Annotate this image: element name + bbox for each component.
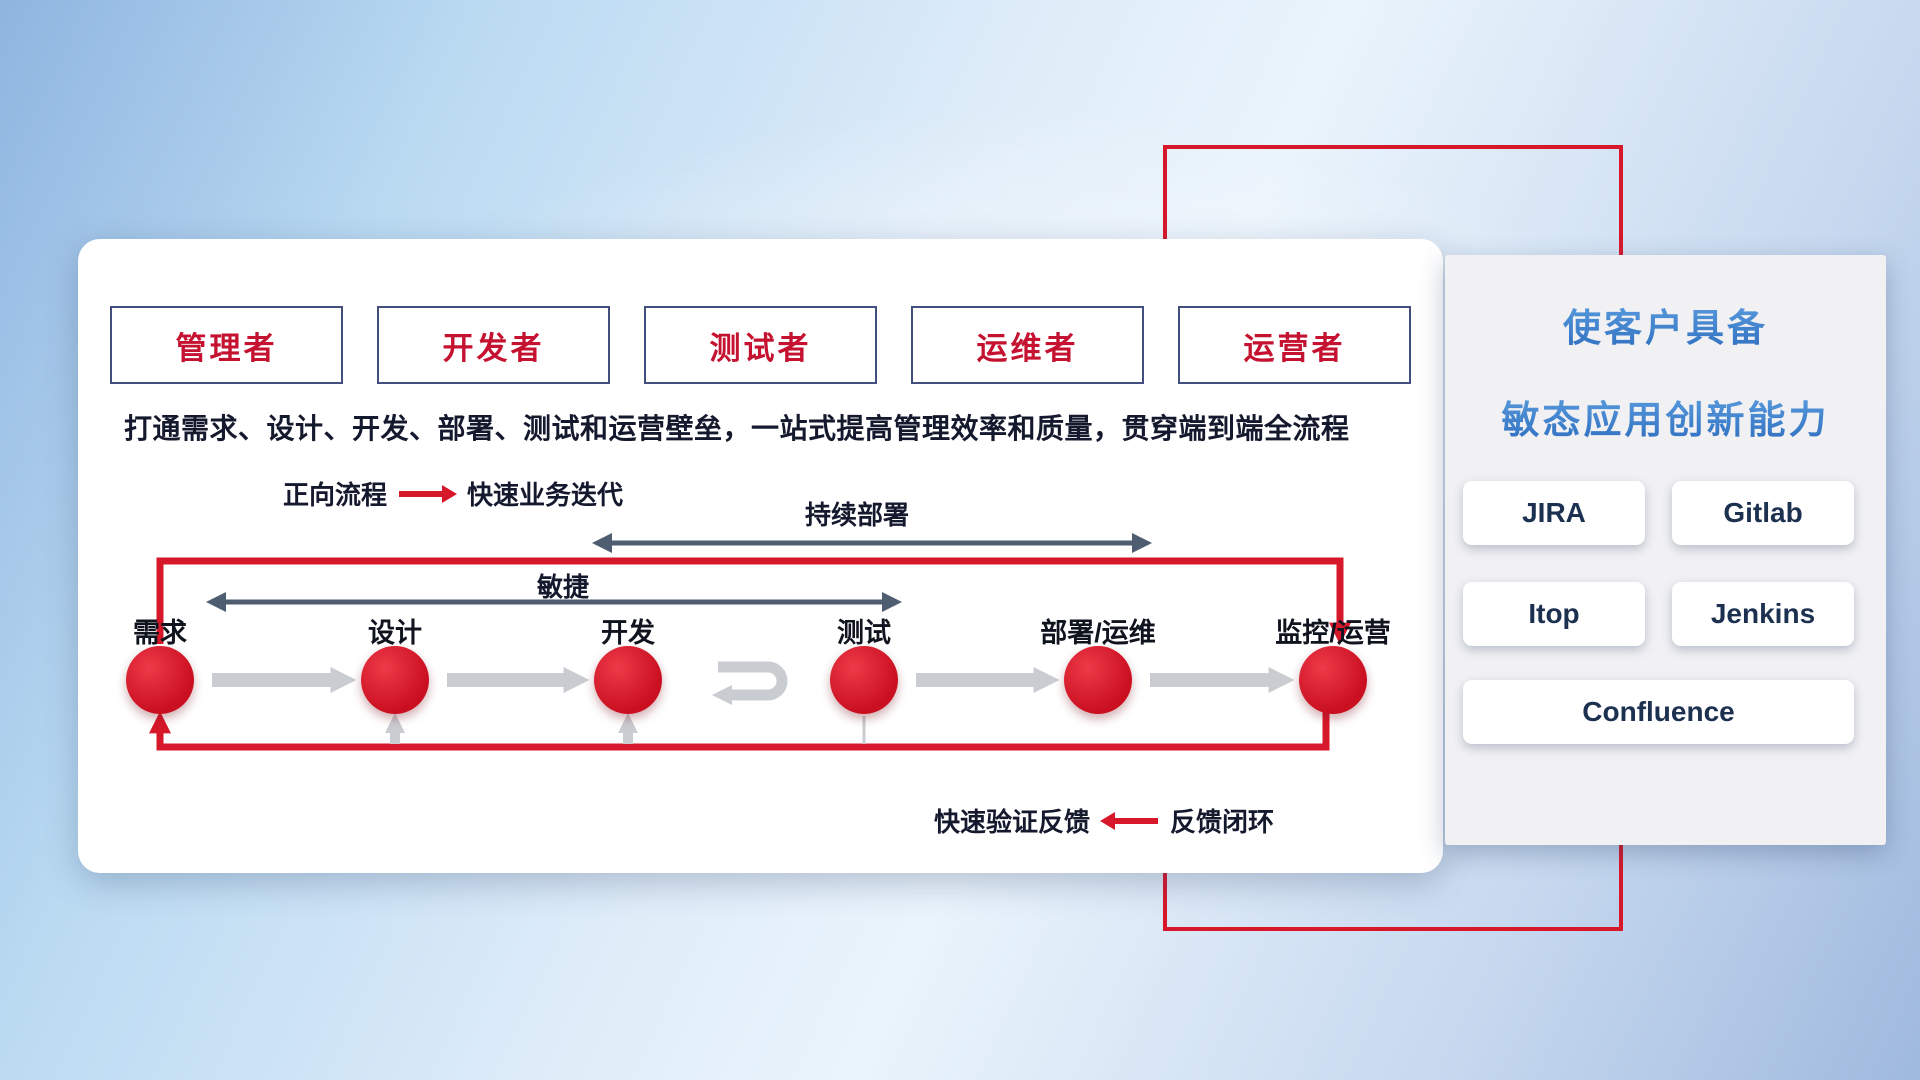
role-label: 开发者 — [442, 330, 545, 366]
role-box-ops: 运维者 — [911, 306, 1144, 384]
role-label: 管理者 — [175, 330, 278, 366]
role-label: 运营者 — [1243, 330, 1346, 366]
stage-node-deploy-ops — [1064, 646, 1132, 714]
stage-label-requirement: 需求 — [133, 618, 187, 648]
role-label: 测试者 — [709, 330, 812, 366]
forward-flow-legend: 正向流程 快速业务迭代 — [283, 475, 623, 512]
tool-button-gitlab: Gitlab — [1672, 481, 1854, 545]
role-box-manager: 管理者 — [110, 306, 343, 384]
stage-label-deploy-ops: 部署/运维 — [1040, 618, 1156, 648]
feedback-loop-line — [149, 711, 1330, 751]
tool-label: Itop — [1528, 598, 1580, 629]
capability-title-line2: 敏态应用创新能力 — [1445, 389, 1886, 444]
feedback-value: 反馈闭环 — [1170, 807, 1275, 837]
role-row: 管理者 开发者 测试者 运维者 运营者 — [110, 306, 1411, 384]
role-label: 运维者 — [976, 330, 1079, 366]
stage-label-develop: 开发 — [601, 618, 655, 648]
capability-title-line1: 使客户具备 — [1445, 297, 1886, 352]
tool-label: Jenkins — [1710, 598, 1816, 629]
iterate-loop-icon — [712, 661, 788, 705]
forward-flow-value: 快速业务迭代 — [467, 480, 624, 510]
role-box-operator: 运营者 — [1178, 306, 1411, 384]
tool-label: Confluence — [1582, 696, 1735, 727]
tool-button-itop: Itop — [1463, 582, 1645, 646]
stage-node-develop — [594, 646, 662, 714]
stage-node-design — [361, 646, 429, 714]
tool-button-confluence: Confluence — [1463, 680, 1854, 744]
stage-node-requirement — [126, 646, 194, 714]
tool-button-jira: JIRA — [1463, 481, 1645, 545]
workflow-panel: 管理者 开发者 测试者 运维者 运营者 打通需求、设计、开发、部署、测试和运营壁… — [78, 239, 1443, 873]
stage-node-test — [830, 646, 898, 714]
forward-arrow-icon — [399, 484, 458, 503]
agile-label: 敏捷 — [536, 572, 589, 602]
feedback-legend: 快速验证反馈 反馈闭环 — [934, 802, 1274, 839]
workflow-description: 打通需求、设计、开发、部署、测试和运营壁垒，一站式提高管理效率和质量，贯穿端到端… — [124, 413, 1350, 444]
tool-button-jenkins: Jenkins — [1672, 582, 1854, 646]
capability-panel: 使客户具备 敏态应用创新能力 JIRA Gitlab Itop Jenkins … — [1445, 255, 1886, 845]
tool-label: Gitlab — [1723, 497, 1803, 528]
flow-arrows-layer — [149, 533, 1351, 751]
continuous-deployment-label: 持续部署 — [804, 500, 909, 530]
tool-label: JIRA — [1522, 497, 1586, 528]
forward-loop-line — [156, 557, 1351, 645]
role-box-tester: 测试者 — [644, 306, 877, 384]
stage-label-monitor-ops: 监控/运营 — [1275, 618, 1391, 648]
stage-label-design: 设计 — [368, 618, 422, 648]
role-box-developer: 开发者 — [377, 306, 610, 384]
feedback-label: 快速验证反馈 — [934, 807, 1091, 837]
stage-label-test: 测试 — [837, 618, 891, 648]
forward-flow-label: 正向流程 — [283, 480, 388, 510]
stage-node-monitor-ops — [1299, 646, 1367, 714]
feedback-arrow-icon — [1100, 811, 1159, 830]
